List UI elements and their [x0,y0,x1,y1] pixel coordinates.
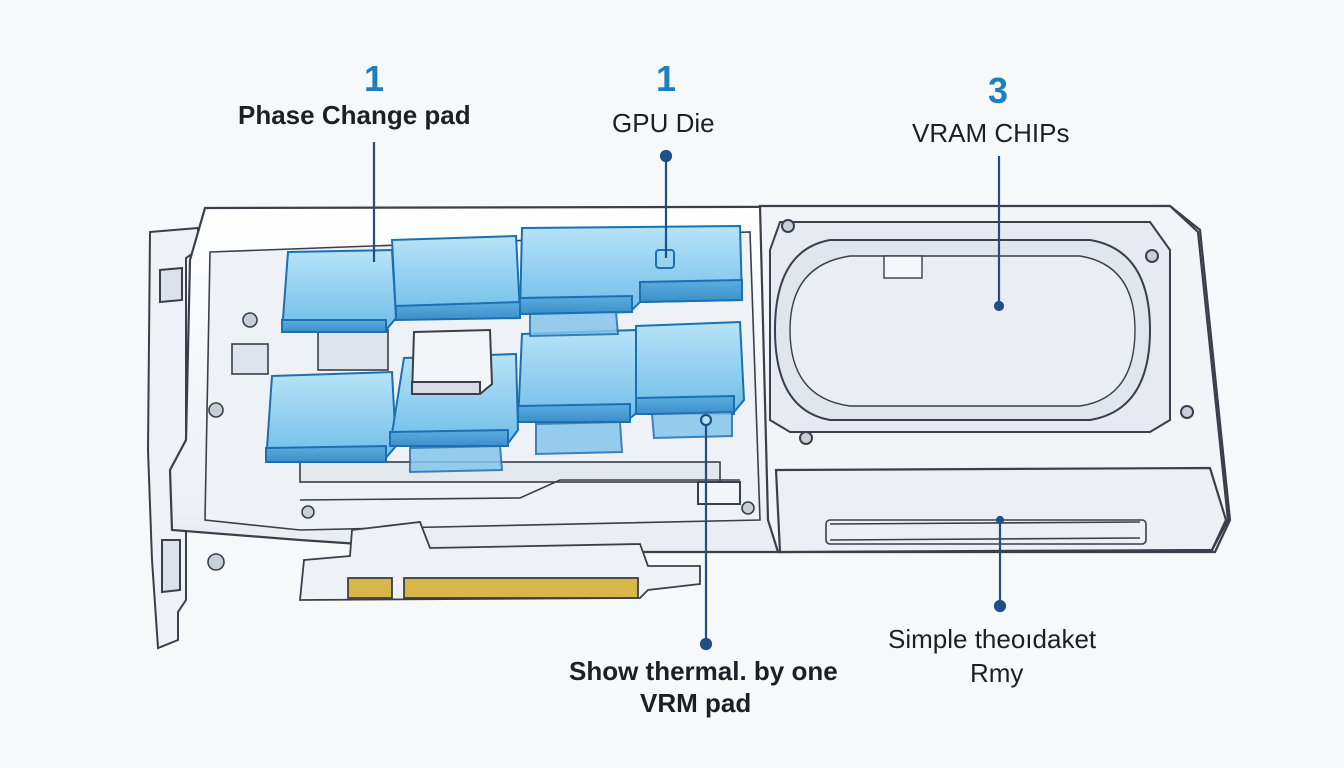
baseplate [769,219,1194,445]
leader-lines [372,142,1007,651]
callout-label-rmy-line2: Rmy [970,658,1024,688]
callout-number-vram-chips: 3 [987,70,1009,111]
pcie-bracket [146,226,199,650]
callout-label-phase-change-pad: Phase Change pad [238,100,471,130]
callout-label-rmy-line1: Simple theoıdaket [888,624,1097,654]
callout-number-gpu-die: 1 [655,58,677,99]
thermal-pads [264,224,746,474]
callout-label-vram-chips: VRAM CHIPs [912,118,1070,148]
callout-label-vrm-pad-line1: Show thermal. by one [569,656,838,686]
callout-label-vrm-pad-line2: VRM pad [640,688,752,718]
pcie-connector [299,521,701,601]
callout-number-phase-change-pad: 1 [363,58,385,99]
callout-label-gpu-die: GPU Die [612,108,715,138]
